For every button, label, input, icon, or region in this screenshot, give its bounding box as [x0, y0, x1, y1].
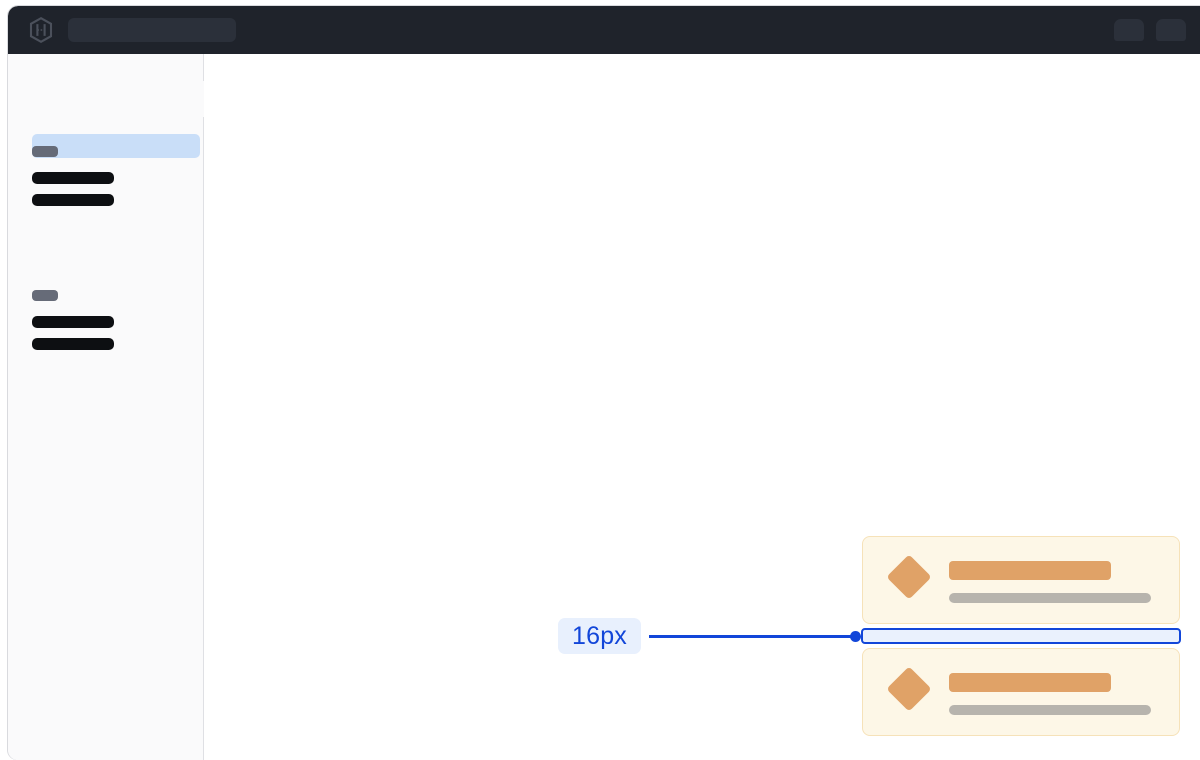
card-subtitle	[949, 705, 1151, 715]
sidebar-item[interactable]	[32, 338, 114, 350]
card-stack	[861, 536, 1182, 736]
diamond-icon	[886, 554, 932, 600]
leader-line	[649, 634, 852, 638]
top-bar	[8, 6, 1200, 54]
list-item[interactable]	[862, 648, 1180, 736]
sidebar	[8, 54, 204, 760]
card-title	[949, 673, 1111, 692]
spacing-highlight-bar	[861, 628, 1181, 644]
sidebar-group-label	[32, 290, 58, 301]
card-title	[949, 561, 1111, 580]
search-input[interactable]	[68, 18, 236, 42]
sidebar-group-label	[32, 146, 58, 157]
leader-endpoint-dot	[850, 630, 862, 642]
sidebar-item-selected[interactable]	[32, 134, 200, 158]
sidebar-item[interactable]	[32, 316, 114, 328]
placeholder-pill-icon[interactable]	[1114, 19, 1144, 41]
hexagon-h-logo-icon[interactable]	[28, 16, 54, 44]
measurement-value-label: 16px	[558, 618, 642, 654]
sidebar-item[interactable]	[32, 172, 114, 184]
sidebar-item[interactable]	[32, 194, 114, 206]
measurement-callout: 16px	[558, 618, 862, 654]
app-window: 16px	[8, 6, 1200, 760]
card-subtitle	[949, 593, 1151, 603]
sidebar-group	[32, 146, 114, 206]
placeholder-pill-icon[interactable]	[1156, 19, 1186, 41]
list-item[interactable]	[862, 536, 1180, 624]
notch-seam	[202, 82, 205, 114]
sidebar-group	[32, 290, 114, 350]
diamond-icon	[886, 666, 932, 712]
